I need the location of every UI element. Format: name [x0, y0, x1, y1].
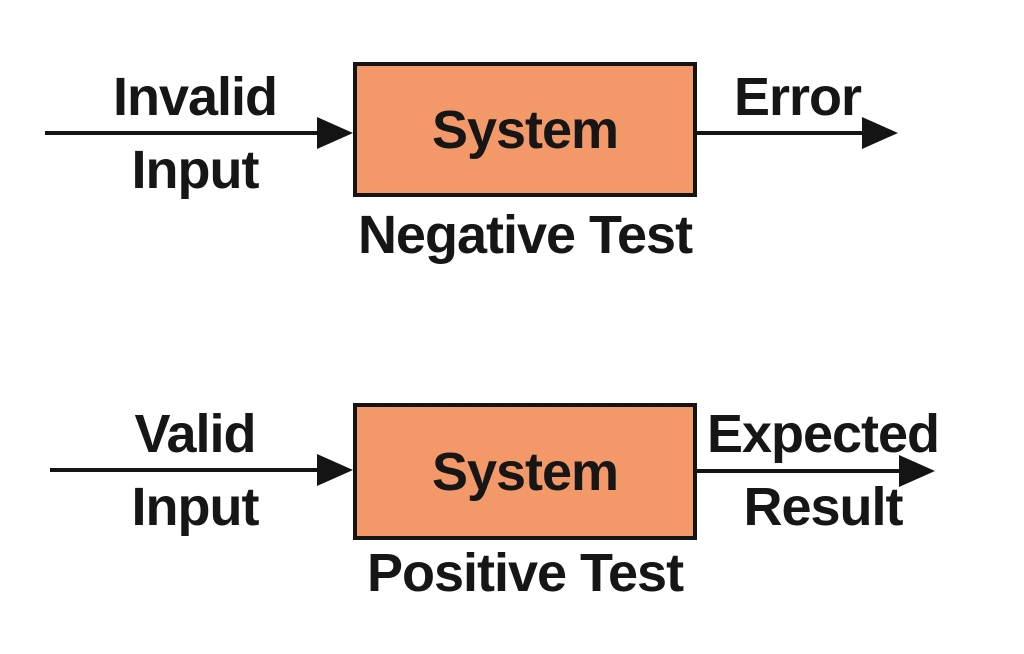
output-arrow-line-positive [695, 469, 899, 473]
invalid-input-label-line1: Invalid [112, 67, 278, 127]
system-box-label-negative: System [431, 99, 619, 160]
system-box-label-positive: System [431, 441, 619, 502]
input-arrowhead-negative [317, 117, 353, 149]
output-arrow-line-negative [695, 131, 867, 135]
valid-input-label-line1: Valid [134, 404, 256, 464]
system-box-positive: System [353, 403, 697, 540]
positive-test-caption: Positive Test [366, 543, 684, 603]
expected-result-label-line1: Expected [706, 404, 940, 464]
expected-result-label-line2: Result [743, 477, 903, 537]
input-arrow-line-negative [45, 131, 317, 135]
output-arrowhead-negative [862, 117, 898, 149]
input-arrowhead-positive [317, 454, 353, 486]
output-arrowhead-positive [899, 455, 935, 487]
invalid-input-label-line2: Input [131, 140, 260, 200]
input-arrow-line-positive [50, 468, 317, 472]
system-box-negative: System [353, 62, 697, 197]
error-output-label: Error [733, 67, 862, 127]
negative-test-caption: Negative Test [357, 205, 693, 265]
valid-input-label-line2: Input [131, 477, 260, 537]
